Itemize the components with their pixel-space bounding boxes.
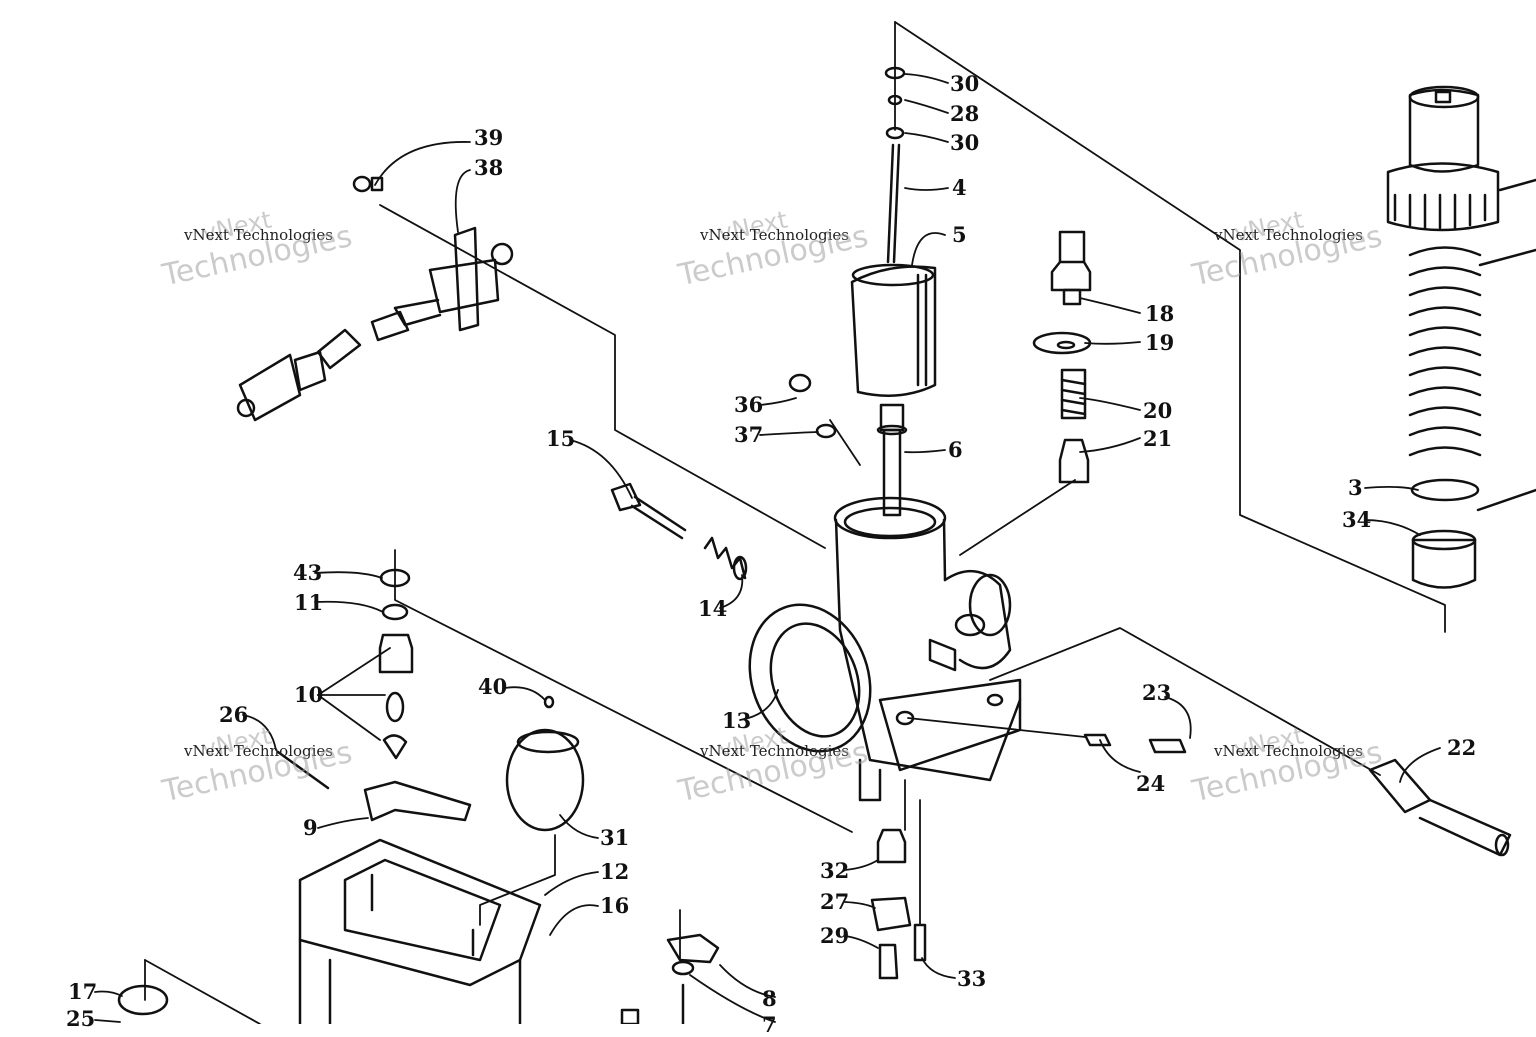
part-label-38: 38 <box>474 155 504 180</box>
part-label-26: 26 <box>219 702 249 727</box>
part-label-33: 33 <box>957 966 987 991</box>
throttle-slide <box>850 263 937 397</box>
part-label-17: 17 <box>68 979 98 1004</box>
watermark-text: vNext Technologies <box>184 742 334 760</box>
part-label-9: 9 <box>303 815 318 840</box>
watermark-text: vNext Technologies <box>700 226 850 244</box>
cap-and-spring-assembly <box>1386 85 1536 589</box>
part-label-4: 4 <box>952 175 967 200</box>
assembly-lines <box>144 21 1446 1024</box>
watermark-text: vNext Technologies <box>1214 226 1364 244</box>
part-label-34: 34 <box>1342 507 1372 532</box>
part-label-20: 20 <box>1143 398 1173 423</box>
part-label-37: 37 <box>734 422 764 447</box>
part-label-23: 23 <box>1142 680 1172 705</box>
part-label-25: 25 <box>66 1006 96 1031</box>
float-valve-parts <box>1032 230 1092 484</box>
part-label-18: 18 <box>1145 301 1175 326</box>
part-label-5: 5 <box>952 222 967 247</box>
part-label-27: 27 <box>820 889 850 914</box>
part-label-24: 24 <box>1136 771 1166 796</box>
part-label-30-top: 30 <box>950 71 980 96</box>
part-label-30-bottom: 30 <box>950 130 980 155</box>
misc-lower-parts <box>117 933 720 1024</box>
part-label-6: 6 <box>948 437 963 462</box>
part-label-3: 3 <box>1348 475 1363 500</box>
part-label-8: 8 <box>762 986 777 1011</box>
part-label-28: 28 <box>950 101 980 126</box>
float-bowl-parts <box>276 568 585 1024</box>
part-label-19: 19 <box>1145 330 1175 355</box>
part-label-7: 7 <box>762 1012 777 1037</box>
screw-36-37 <box>788 373 837 439</box>
adjusting-screw-23-24 <box>1083 733 1187 754</box>
part-label-31: 31 <box>600 825 630 850</box>
part-label-22: 22 <box>1447 735 1477 760</box>
tube-22 <box>1368 758 1512 857</box>
part-label-39: 39 <box>474 125 504 150</box>
throttle-sensor <box>236 175 514 422</box>
part-label-32: 32 <box>820 858 850 883</box>
part-label-43: 43 <box>293 560 323 585</box>
part-label-36: 36 <box>734 392 764 417</box>
pilot-screw-and-spring <box>610 482 748 581</box>
needle-parts <box>884 66 906 264</box>
part-label-14: 14 <box>698 596 728 621</box>
carburetor-body <box>748 496 1022 802</box>
watermark-text: vNext Technologies <box>184 226 334 244</box>
part-label-21: 21 <box>1143 426 1173 451</box>
part-label-16: 16 <box>600 893 630 918</box>
part-label-11: 11 <box>294 590 324 615</box>
jets <box>870 828 927 980</box>
part-label-10: 10 <box>294 682 324 707</box>
part-label-40: 40 <box>478 674 508 699</box>
part-label-15: 15 <box>546 426 576 451</box>
part-label-12: 12 <box>600 859 630 884</box>
watermark-text: vNext Technologies <box>700 742 850 760</box>
watermark-text: vNext Technologies <box>1214 742 1364 760</box>
part-label-13: 13 <box>722 708 752 733</box>
needle-jet <box>876 403 908 517</box>
part-label-29: 29 <box>820 923 850 948</box>
